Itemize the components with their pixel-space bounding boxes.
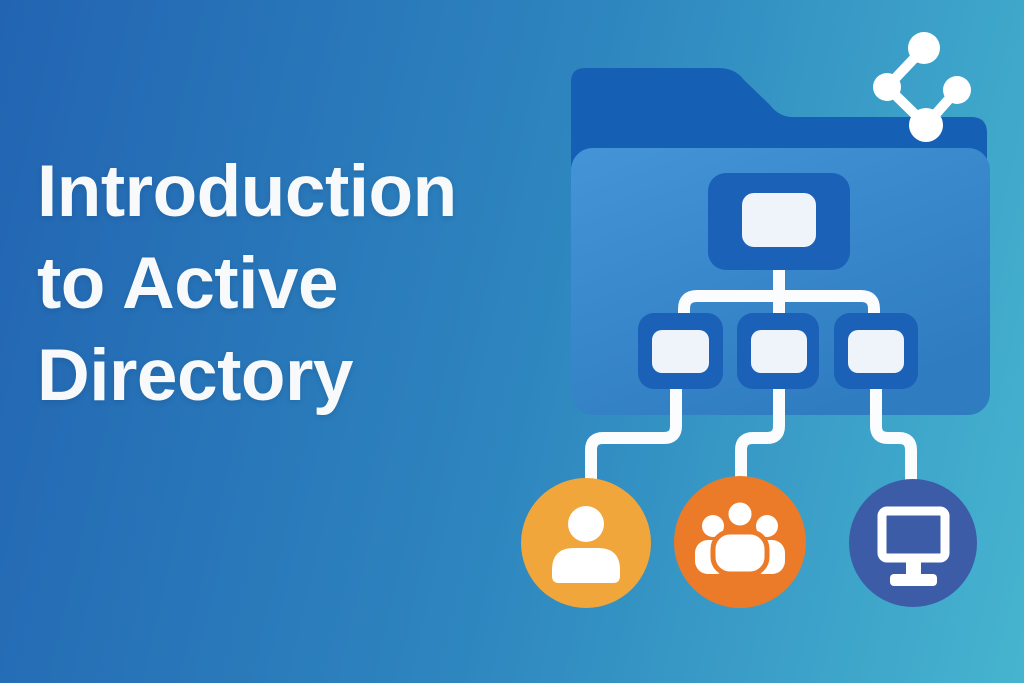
group-body-center [710, 529, 770, 577]
share-node-top [908, 32, 940, 64]
user-group-icon [674, 476, 806, 608]
single-user-icon [521, 478, 651, 608]
group-head-center [723, 497, 757, 531]
child-node-middle-inner [751, 330, 807, 373]
group-head-right [756, 515, 778, 537]
monitor-base [890, 574, 937, 586]
user-head [568, 506, 604, 542]
network-share-icon [873, 32, 971, 142]
connector-left-elbow [585, 382, 682, 486]
monitor-stand [906, 560, 921, 577]
root-node-inner [742, 193, 816, 247]
connector-branch-bar [678, 290, 880, 320]
connector-right-elbow [870, 382, 917, 486]
org-chart [585, 240, 917, 486]
page-title: Introduction to Active Directory [37, 146, 557, 422]
child-node-right-inner [848, 330, 904, 373]
share-node-left [873, 73, 901, 101]
connector-middle-elbow [735, 382, 785, 484]
computer-circle [849, 479, 977, 607]
share-node-right [943, 76, 971, 104]
child-node-left-inner [652, 330, 709, 373]
title-line-1: Introduction [37, 151, 457, 232]
share-links [882, 44, 961, 130]
title-line-2: to Active [37, 243, 339, 324]
user-circle [521, 478, 651, 608]
share-node-bottom [909, 108, 943, 142]
monitor-screen [877, 506, 950, 563]
group-head-left [702, 515, 724, 537]
title-line-3: Directory [37, 335, 354, 416]
user-body [552, 548, 620, 583]
org-chart-nodes [638, 173, 918, 389]
computer-monitor-icon [849, 479, 977, 607]
